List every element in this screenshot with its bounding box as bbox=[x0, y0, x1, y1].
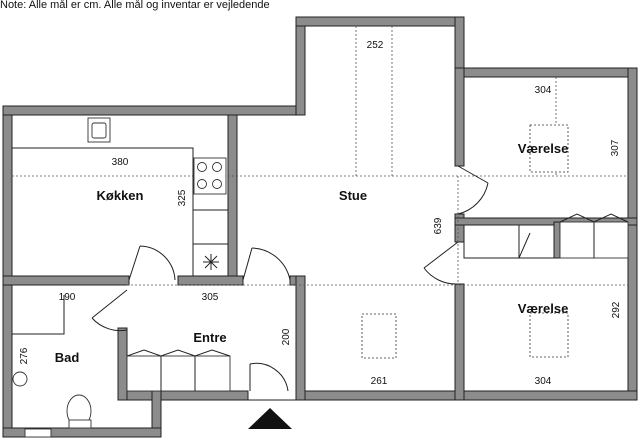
entre-wardrobe bbox=[126, 355, 231, 392]
wall-bottom-entre bbox=[117, 390, 249, 401]
stue-table bbox=[361, 313, 397, 359]
dim-entre-width: 305 bbox=[202, 292, 219, 303]
wall-bedrooms-left-bot bbox=[454, 283, 465, 401]
dim-entre-depth: 200 bbox=[281, 328, 292, 345]
dim-bath-width: 190 bbox=[59, 292, 76, 303]
wall-left-outer bbox=[2, 105, 13, 430]
room-label-bath: Bad bbox=[55, 350, 80, 365]
kitchen-counter bbox=[12, 147, 194, 276]
bath-window bbox=[24, 428, 52, 438]
room-label-entrance: Entre bbox=[193, 330, 226, 345]
wall-stue-bump-top bbox=[295, 16, 464, 27]
walls bbox=[2, 16, 638, 438]
wall-closet-divider bbox=[553, 221, 561, 259]
room-label-bedroom-top: Værelse bbox=[518, 141, 569, 156]
bedroom-bottom-furniture bbox=[529, 312, 569, 358]
room-label-living: Stue bbox=[339, 188, 367, 203]
wall-bath-entre bbox=[117, 327, 128, 401]
dim-stue-top-width: 252 bbox=[367, 40, 384, 51]
room-label-kitchen: Køkken bbox=[97, 188, 144, 203]
wall-kitchen-stue bbox=[227, 114, 238, 282]
disclaimer-note: Note: Alle mål er cm. Alle mål og invent… bbox=[0, 0, 270, 11]
dim-bedroom-bottom-depth: 292 bbox=[611, 301, 622, 318]
dim-bedroom-bottom-width: 304 bbox=[535, 376, 552, 387]
doors bbox=[91, 165, 489, 401]
wall-bedrooms-left-top bbox=[454, 67, 465, 167]
wall-bottom-step bbox=[151, 390, 162, 430]
dim-bath-depth: 276 bbox=[19, 347, 30, 364]
sink-basin-icon bbox=[91, 122, 107, 139]
wall-top-right bbox=[454, 67, 638, 78]
wall-bottom-right bbox=[295, 390, 638, 401]
entrance-arrow-icon bbox=[248, 408, 292, 429]
dim-bedroom-top-width: 304 bbox=[535, 85, 552, 96]
wall-top-kitchen bbox=[2, 105, 304, 116]
wall-stue-bump-left bbox=[295, 16, 306, 116]
kitchen-fixtures bbox=[12, 117, 228, 276]
dim-kitchen-depth: 325 bbox=[177, 189, 188, 206]
dim-bedroom-top-depth: 307 bbox=[610, 139, 621, 156]
dim-stue-bottom-width: 261 bbox=[371, 376, 388, 387]
room-label-bedroom-bottom: Værelse bbox=[518, 301, 569, 316]
wall-right-outer bbox=[627, 67, 638, 401]
bedroom-top-furniture bbox=[529, 124, 569, 173]
wall-entre-stue bbox=[295, 275, 306, 401]
dim-kitchen-width: 380 bbox=[112, 157, 129, 168]
bath-fixtures bbox=[12, 295, 92, 438]
fan-icon bbox=[203, 254, 219, 270]
washbasin-icon bbox=[12, 371, 28, 387]
wall-kitchen-bottom-mid bbox=[177, 275, 244, 286]
toilet-tank-icon bbox=[68, 419, 92, 429]
wall-kitchen-bottom-left bbox=[2, 275, 130, 286]
dim-stue-depth: 639 bbox=[433, 217, 444, 234]
furniture bbox=[126, 124, 629, 392]
shower-wall bbox=[12, 295, 65, 335]
